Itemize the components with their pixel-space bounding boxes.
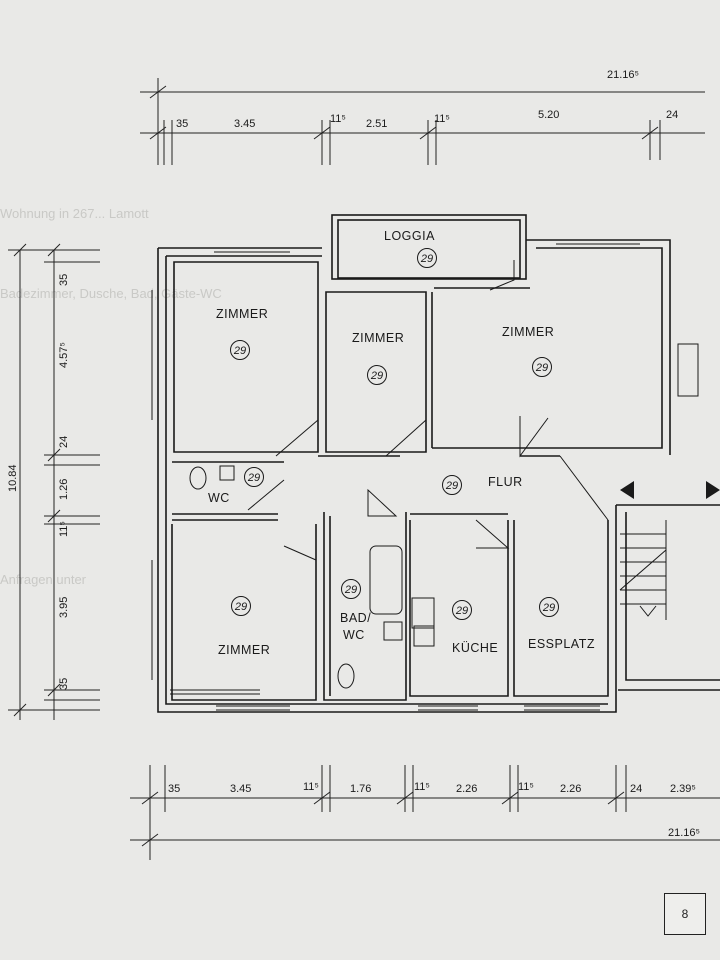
- dim-bottom-seg-6: 11⁵: [518, 781, 534, 793]
- room-number-circle-bad: [341, 579, 361, 599]
- room-labels: LOGGIA ZIMMER ZIMMER ZIMMER WC FLUR ZIMM…: [208, 229, 595, 657]
- dimension-labels-bottom: 35 3.45 11⁵ 1.76 11⁵ 2.26 11⁵ 2.26 24 2.…: [168, 781, 700, 839]
- room-label-zimmer-3: ZIMMER: [502, 325, 554, 339]
- bath-sink: [383, 621, 403, 641]
- room-number-loggia: 29: [420, 253, 433, 265]
- bleed-line-3: Anfragen unter: [0, 572, 87, 587]
- dim-bottom-seg-2: 11⁵: [303, 781, 319, 793]
- dim-left-seg-0: 35: [58, 274, 70, 286]
- dim-bottom-seg-4: 11⁵: [414, 781, 430, 793]
- dim-bottom-seg-1: 3.45: [230, 783, 251, 795]
- room-number-circle-zimmer-1: [230, 340, 250, 360]
- walls: [157, 214, 720, 713]
- room-label-bad: BAD/: [340, 611, 371, 625]
- room-number-circle-flur: [442, 475, 462, 495]
- room-label-wc: WC: [208, 491, 230, 505]
- room-number-circle-essplatz: [539, 597, 559, 617]
- dim-bottom-seg-9: 2.39⁵: [670, 783, 696, 795]
- room-label-zimmer-1: ZIMMER: [216, 307, 268, 321]
- dimension-labels-top: 21.16⁵ 35 3.45 11⁵ 2.51 11⁵ 5.20 24: [176, 69, 678, 130]
- room-number-zimmer-4: 29: [234, 601, 247, 613]
- dim-left-seg-6: 35: [58, 678, 70, 690]
- dim-left-seg-4: 11⁵: [58, 521, 70, 537]
- room-number-bad: 29: [344, 584, 357, 596]
- dim-bottom-seg-0: 35: [168, 783, 180, 795]
- dim-top-seg-2: 11⁵: [330, 113, 346, 125]
- dim-top-seg-5: 5.20: [538, 109, 559, 121]
- bathtub: [369, 545, 403, 615]
- dimension-chain-left: [8, 243, 100, 720]
- room-number-circle-loggia: [417, 248, 437, 268]
- room-number-zimmer-1: 29: [233, 345, 246, 357]
- room-label-loggia: LOGGIA: [384, 229, 435, 243]
- room-number-kueche: 29: [455, 605, 468, 617]
- dim-left-seg-5: 3.95: [58, 597, 70, 618]
- room-number-circle-zimmer-3: [532, 357, 552, 377]
- stair-arrow-right-icon: [706, 481, 720, 499]
- room-label-essplatz: ESSPLATZ: [528, 637, 595, 651]
- room-number-zimmer-3: 29: [535, 362, 548, 374]
- room-number-markers: [230, 248, 559, 620]
- room-label-flur: FLUR: [488, 475, 523, 489]
- dim-top-seg-6: 24: [666, 109, 678, 121]
- room-number-essplatz: 29: [542, 602, 555, 614]
- room-label-zimmer-2: ZIMMER: [352, 331, 404, 345]
- bath-toilet: [337, 663, 355, 689]
- dim-top-seg-1: 3.45: [234, 118, 255, 130]
- stair-arrow-left-icon: [620, 481, 634, 499]
- room-numbers: 29 29 29 29 29 29 29 29 29 29: [233, 253, 555, 617]
- bleed-line-2: Badezimmer, Dusche, Bad, Gäste-WC: [0, 286, 222, 301]
- window-marks: [151, 243, 640, 711]
- wc-sink: [219, 465, 235, 481]
- room-label-kueche: KÜCHE: [452, 641, 498, 655]
- dim-left-seg-1: 4.57⁵: [58, 342, 70, 368]
- dim-left-seg-3: 1.26: [58, 479, 70, 500]
- dim-bottom-seg-7: 2.26: [560, 783, 581, 795]
- stairs: [619, 520, 667, 620]
- dim-bottom-seg-5: 2.26: [456, 783, 477, 795]
- fixtures: [189, 343, 699, 689]
- neighbour-sink: [677, 343, 699, 397]
- room-number-circle-wc: [244, 467, 264, 487]
- dim-bottom-total: 21.16⁵: [668, 827, 700, 839]
- door-swings: [247, 260, 609, 561]
- dimension-labels-left: 10.84 35 4.57⁵ 24 1.26 11⁵ 3.95 35: [7, 274, 70, 690]
- room-number-wc: 29: [247, 472, 260, 484]
- room-label-zimmer-4: ZIMMER: [218, 643, 270, 657]
- page-number: 8: [681, 907, 689, 921]
- dimension-chain-bottom: [130, 765, 720, 860]
- dim-top-seg-0: 35: [176, 118, 188, 130]
- room-number-flur: 29: [445, 480, 458, 492]
- wc-toilet: [189, 466, 207, 490]
- room-number-circle-kueche: [452, 600, 472, 620]
- bleed-line-1: Wohnung in 267... Lamott: [0, 206, 149, 221]
- dim-top-seg-4: 11⁵: [434, 113, 450, 125]
- dim-left-seg-2: 24: [58, 436, 70, 448]
- kitchen-sink: [413, 625, 435, 647]
- background-bleed-text: Wohnung in 267... Lamott Badezimmer, Dus…: [0, 206, 222, 587]
- kitchen-stove: [411, 597, 435, 629]
- dim-top-total: 21.16⁵: [607, 69, 639, 81]
- dim-left-total: 10.84: [7, 464, 19, 492]
- dimension-chain-top: [140, 78, 705, 165]
- room-number-zimmer-2: 29: [370, 370, 383, 382]
- room-number-circle-zimmer-2: [367, 365, 387, 385]
- room-number-circle-zimmer-4: [231, 596, 251, 616]
- dim-bottom-seg-3: 1.76: [350, 783, 371, 795]
- room-label-bad-wc: WC: [343, 628, 365, 642]
- page-number-box: 8: [664, 893, 706, 935]
- dim-top-seg-3: 2.51: [366, 118, 387, 130]
- dim-bottom-seg-8: 24: [630, 783, 642, 795]
